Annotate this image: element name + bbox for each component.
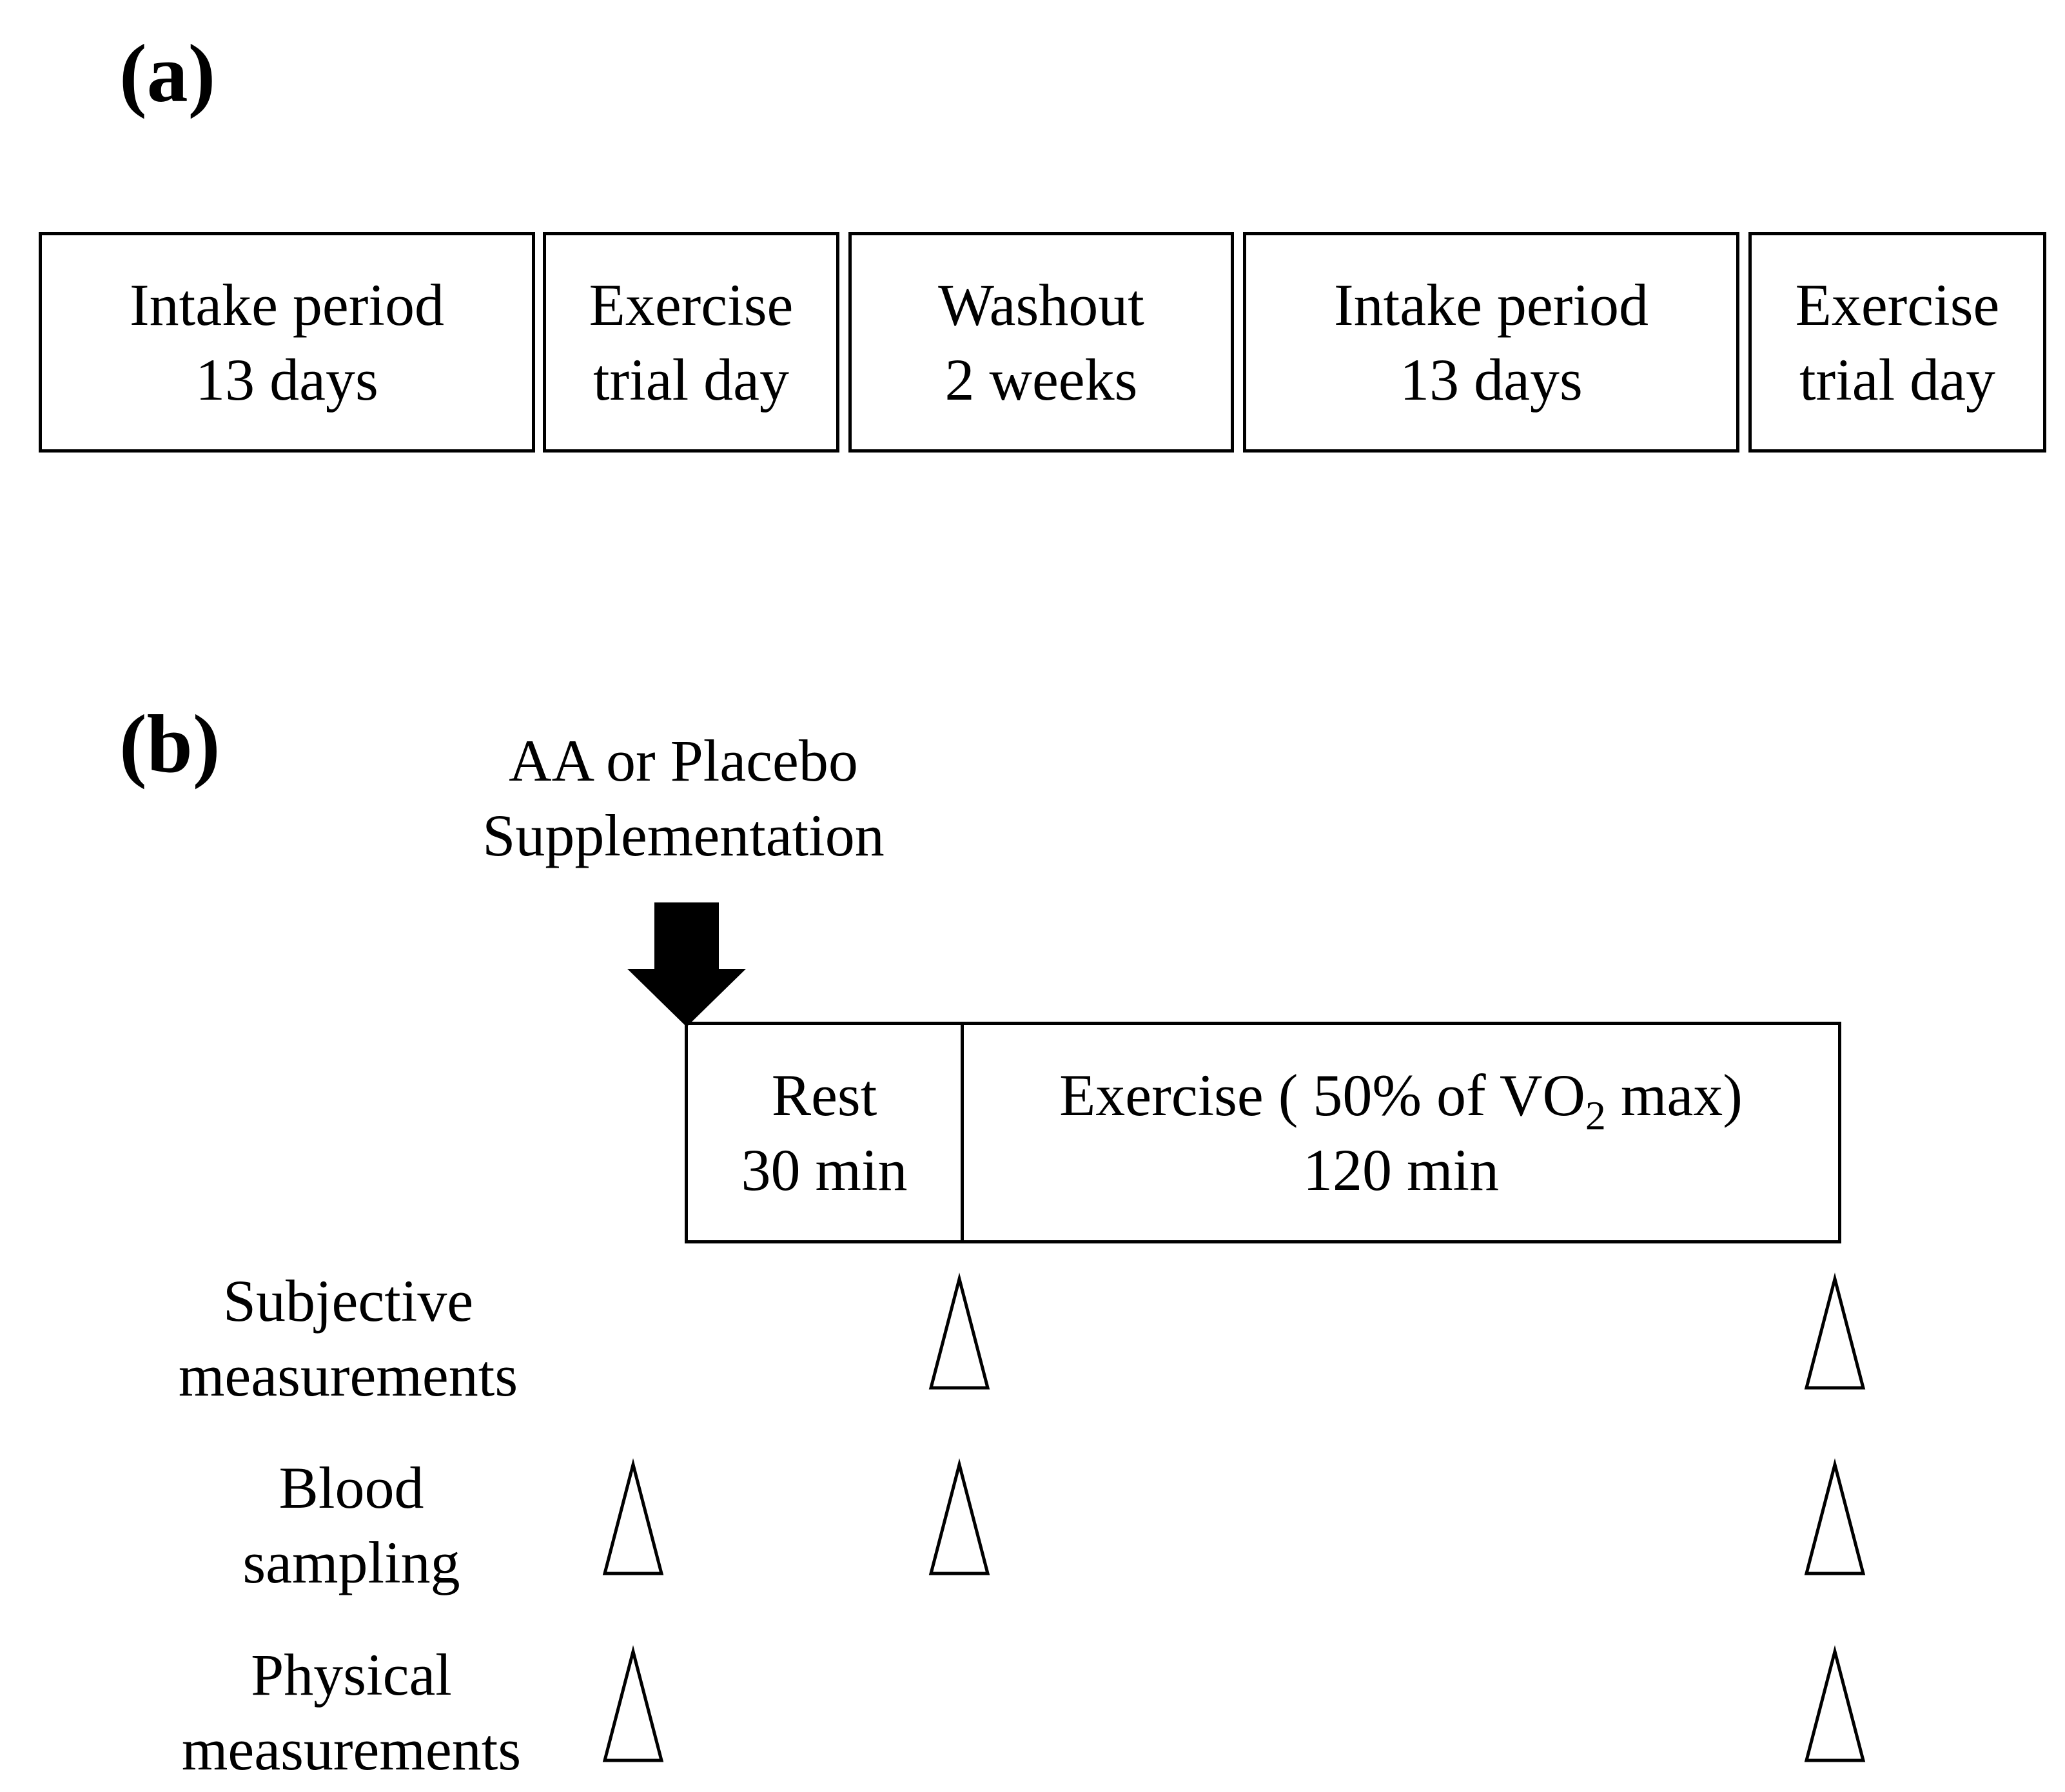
subjective-marker-end-rest [928,1272,990,1390]
blood-marker-end-exercise [1804,1458,1866,1575]
panel-a-label: (a) [119,28,216,119]
supplementation-line-1: AA or Placebo [509,728,858,794]
subjective-marker-end-exercise [1804,1272,1866,1390]
blood-marker-baseline [602,1458,664,1575]
step-label: Washout [938,272,1144,338]
rest-phase: Rest 30 min [688,1025,964,1240]
step-label: Exercise [1795,272,2000,338]
exercise-label: Exercise ( 50% of VO2 max) [1059,1062,1743,1138]
rest-duration: 30 min [741,1137,908,1203]
down-arrow-icon [627,902,746,1027]
supplementation-line-2: Supplementation [482,803,885,868]
timeline-step-intake-1: Intake period 13 days [39,232,535,453]
step-duration: 13 days [195,347,378,413]
exercise-phase: Exercise ( 50% of VO2 max) 120 min [964,1025,1838,1240]
rest-label: Rest [771,1062,877,1128]
step-duration: 2 weeks [944,347,1138,413]
step-duration: trial day [1799,347,1995,413]
timeline-step-intake-2: Intake period 13 days [1243,232,1739,453]
step-label: Intake period [1334,272,1649,338]
timeline-step-washout: Washout 2 weeks [848,232,1234,453]
timeline-step-exercise-1: Exercise trial day [543,232,839,453]
row-label-blood: Blood sampling [242,1455,460,1595]
blood-marker-end-rest [928,1458,990,1575]
supplementation-label: AA or Placebo Supplementation [361,723,1006,873]
step-label: Intake period [130,272,444,338]
timeline-step-exercise-2: Exercise trial day [1748,232,2046,453]
step-duration: trial day [593,347,789,413]
row-label-subjective: Subjective measurements [178,1268,518,1408]
step-label: Exercise [589,272,794,338]
physical-marker-end-exercise [1804,1645,1866,1762]
step-duration: 13 days [1400,347,1583,413]
panel-b-label: (b) [119,698,220,790]
exercise-duration: 120 min [1302,1137,1500,1203]
protocol-box: Rest 30 min Exercise ( 50% of VO2 max) 1… [685,1022,1841,1243]
physical-marker-baseline [602,1645,664,1762]
row-label-physical: Physical measurements [181,1642,522,1782]
